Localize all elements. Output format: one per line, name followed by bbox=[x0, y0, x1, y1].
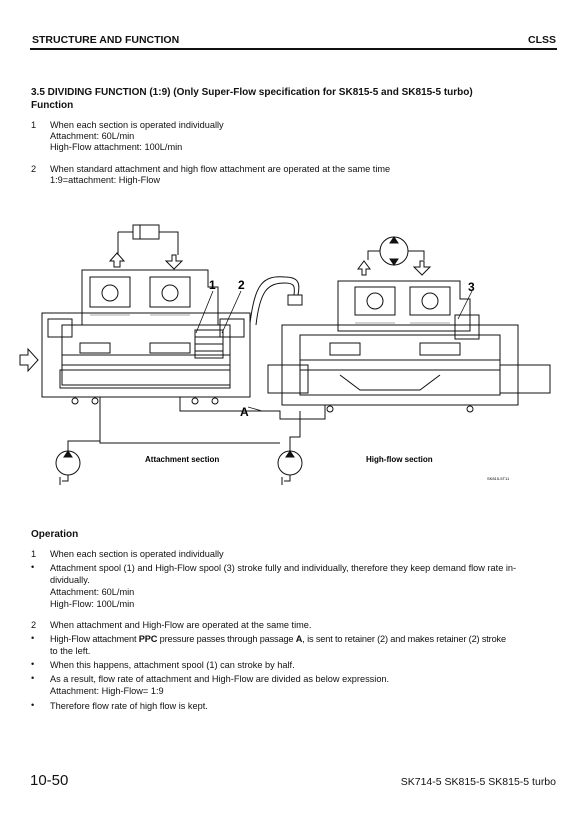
pilot-hose bbox=[249, 276, 300, 324]
figure-code: SK815-5T11 bbox=[487, 476, 510, 481]
page-number: 10-50 bbox=[30, 772, 69, 789]
function-item-1-highflow: High-Flow attachment: 100L/min bbox=[50, 142, 183, 152]
left-up-arrow bbox=[108, 252, 126, 268]
operation-bullet-1-line1: Attachment spool (1) and High-Flow spool… bbox=[50, 563, 517, 573]
attachment-section-caption: Attachment section bbox=[145, 455, 219, 464]
header-section-title: STRUCTURE AND FUNCTION bbox=[32, 34, 180, 46]
highflow-section-caption: High-flow section bbox=[366, 455, 433, 464]
function-item-2-number: 2 bbox=[31, 164, 37, 174]
right-down-arrow bbox=[412, 260, 432, 276]
operation-bullet-1-highflow: High-Flow: 100L/min bbox=[50, 599, 135, 609]
left-actuator-box bbox=[132, 224, 160, 240]
callout-label-1: 1 bbox=[209, 278, 216, 292]
operation-title: Operation bbox=[31, 529, 79, 540]
b2-post: , is sent to retainer (2) and makes reta… bbox=[302, 634, 506, 644]
operation-item-1-number: 1 bbox=[31, 549, 37, 559]
bullet-5: • bbox=[31, 700, 35, 710]
b2-passage-a: A bbox=[295, 634, 303, 644]
bullet-1: • bbox=[31, 562, 35, 572]
operation-item-2-text: When attachment and High-Flow are operat… bbox=[50, 620, 312, 630]
bullet-2: • bbox=[31, 633, 35, 643]
right-up-arrow bbox=[357, 260, 371, 276]
passage-a-label: A bbox=[240, 405, 249, 419]
callout-label-3: 3 bbox=[468, 280, 475, 294]
function-item-2-ratio: 1:9=attachment: High-Flow bbox=[50, 175, 161, 185]
bullet-4: • bbox=[31, 673, 35, 683]
section-title: 3.5 DIVIDING FUNCTION (1:9) (Only Super-… bbox=[31, 87, 473, 98]
right-valve-upper bbox=[337, 280, 471, 332]
operation-item-2-number: 2 bbox=[31, 620, 37, 630]
pilot-connector bbox=[287, 294, 303, 306]
operation-bullet-2-line1: High-Flow attachment PPC pressure passes… bbox=[50, 634, 506, 646]
function-item-2-text: When standard attachment and high flow a… bbox=[50, 164, 391, 174]
header-rule bbox=[30, 48, 557, 50]
b2-mid: pressure passes through passage bbox=[157, 634, 296, 644]
operation-item-1-text: When each section is operated individual… bbox=[50, 549, 224, 559]
operation-bullet-1-attachment: Attachment: 60L/min bbox=[50, 587, 135, 597]
operation-bullet-4-line1: As a result, flow rate of attachment and… bbox=[50, 674, 390, 684]
passage-a-line bbox=[179, 397, 326, 420]
operation-bullet-5: Therefore flow rate of high flow is kept… bbox=[50, 701, 208, 711]
right-valve-body bbox=[281, 324, 519, 406]
left-inlet-arrow bbox=[19, 347, 39, 373]
b2-ppc: PPC bbox=[138, 634, 158, 644]
footer-models: SK714-5 SK815-5 SK815-5 turbo bbox=[400, 776, 556, 788]
section-subtitle: Function bbox=[31, 100, 74, 111]
hydraulic-diagram: 1 2 3 A Attachment section High-flow sec… bbox=[19, 224, 551, 485]
function-item-1-text: When each section is operated individual… bbox=[50, 120, 224, 130]
header-chapter: CLSS bbox=[527, 34, 556, 46]
bullet-3: • bbox=[31, 659, 35, 669]
b2-pre: High-Flow attachment bbox=[50, 634, 139, 644]
left-valve-body bbox=[41, 312, 251, 398]
operation-bullet-4-line2: Attachment: High-Flow= 1:9 bbox=[50, 686, 164, 696]
function-item-1-attachment: Attachment: 60L/min bbox=[50, 131, 135, 141]
operation-bullet-2-line2: to the left. bbox=[50, 646, 91, 656]
operation-bullet-3: When this happens, attachment spool (1) … bbox=[50, 660, 295, 670]
left-down-arrow bbox=[164, 254, 184, 270]
callout-label-2: 2 bbox=[238, 278, 245, 292]
operation-bullet-1-line2: dividually. bbox=[50, 575, 90, 585]
function-item-1-number: 1 bbox=[31, 120, 37, 130]
